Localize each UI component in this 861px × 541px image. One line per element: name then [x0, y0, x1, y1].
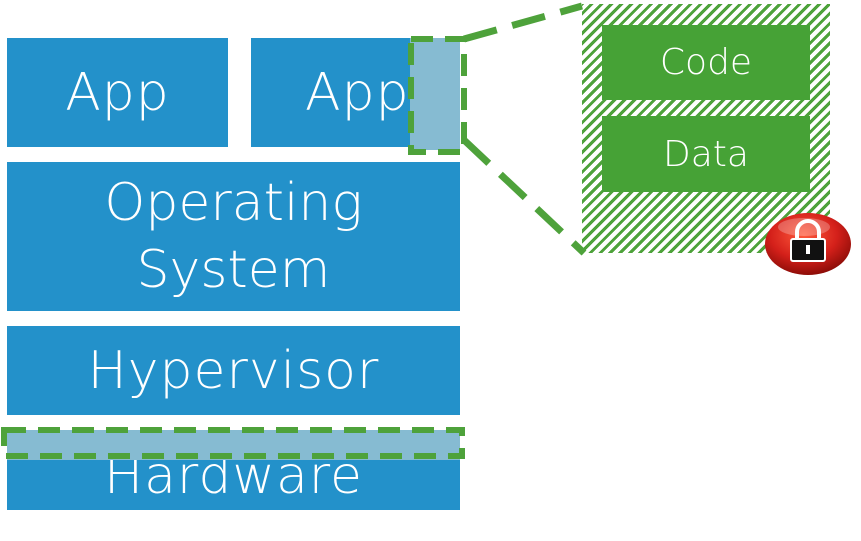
operating-system-block: Operating System: [7, 162, 460, 311]
lock-icon: [765, 213, 851, 275]
data-label: Data: [663, 133, 749, 175]
hypervisor-label: Hypervisor: [87, 340, 380, 401]
code-block: Code: [602, 25, 810, 100]
enclave-dashed-outline: [408, 36, 467, 155]
app-left-label: App: [65, 62, 170, 123]
hypervisor-block: Hypervisor: [7, 326, 460, 415]
os-label-line2: System: [136, 239, 331, 300]
code-label: Code: [659, 42, 753, 83]
app-right-label: App: [305, 62, 410, 123]
os-label-line1: Operating: [104, 172, 363, 233]
hardware-dashed-outline: [1, 427, 465, 459]
zoom-connector-top: [463, 2, 583, 43]
app-left-block: App: [7, 38, 228, 147]
zoom-connector-bottom: [461, 137, 587, 256]
enclave-region: [410, 38, 460, 150]
data-block: Data: [602, 116, 810, 192]
